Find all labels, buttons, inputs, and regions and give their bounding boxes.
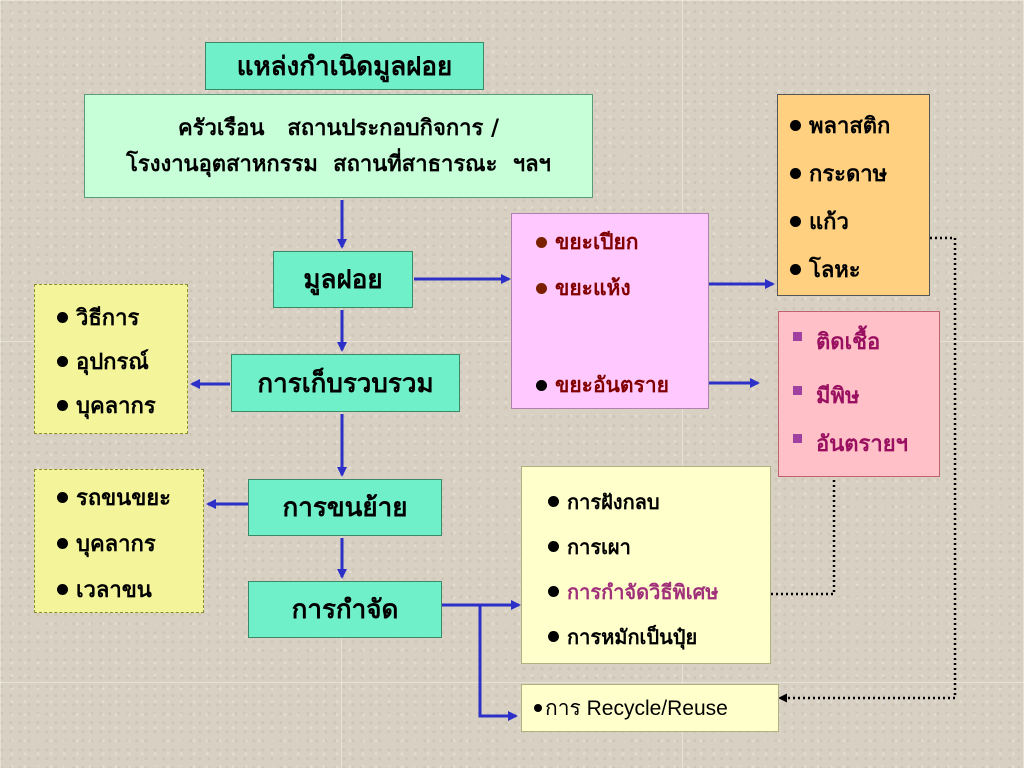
source-title-box: แหล่งกำเนิดมูลฝอย <box>205 42 484 90</box>
transport-factors-list: รถขนขยะ บุคลากร เวลาขน <box>57 474 203 612</box>
list-item: บุคลากร <box>57 520 203 566</box>
square-bullet-icon <box>793 332 802 341</box>
list-item: การฝังกลบ <box>548 479 770 524</box>
recycle-label: การ Recycle/Reuse <box>545 696 728 720</box>
list-item: แก้ว <box>790 197 929 245</box>
collection-box: การเก็บรวบรวม <box>231 354 460 412</box>
list-item: อันตรายฯ <box>793 426 939 474</box>
transport-factors-box: รถขนขยะ บุคลากร เวลาขน <box>34 469 204 613</box>
bullet-icon <box>790 215 801 227</box>
bullet-icon <box>548 496 559 507</box>
sources-line-1: ครัวเรือน สถานประกอบกิจการ / <box>177 115 500 141</box>
hazardous-waste-box: ติดเชื้อ มีพิษ อันตรายฯ <box>778 311 940 477</box>
list-item: การเผา <box>548 524 770 569</box>
sources-line-2: โรงงานอุตสาหกรรม สถานที่สาธารณะ ฯลฯ <box>126 151 551 177</box>
disposal-methods-list: การฝังกลบ การเผา การกำจัดวิธีพิเศษ การหม… <box>548 479 770 659</box>
list-item: การกำจัดวิธีพิเศษ <box>548 569 770 614</box>
dotted-dry-to-recycle <box>778 236 957 703</box>
waste-types-box: ขยะเปียก ขยะแห้ง ขยะอันตราย <box>511 213 709 409</box>
bullet-icon <box>534 704 542 712</box>
waste-label: มูลฝอย <box>303 265 383 295</box>
list-item: กระดาษ <box>790 149 929 197</box>
waste-type-dry: ขยะแห้ง <box>536 272 631 305</box>
list-item: รถขนขยะ <box>57 474 203 520</box>
hazardous-waste-list: ติดเชื้อ มีพิษ อันตรายฯ <box>793 324 939 474</box>
square-bullet-icon <box>793 434 802 443</box>
bullet-icon <box>536 237 547 248</box>
list-item: พลาสติก <box>790 101 929 149</box>
transport-box: การขนย้าย <box>248 479 442 536</box>
square-bullet-icon <box>793 386 802 395</box>
bullet-icon <box>57 537 68 549</box>
sources-box: ครัวเรือน สถานประกอบกิจการ / โรงงานอุตสา… <box>84 94 593 198</box>
list-item: วิธีการ <box>57 295 187 339</box>
dry-waste-list: พลาสติก กระดาษ แก้ว โลหะ <box>790 101 929 293</box>
recycle-box: การ Recycle/Reuse <box>521 684 779 732</box>
bullet-icon <box>57 311 68 323</box>
list-item: โลหะ <box>790 245 929 293</box>
bullet-icon <box>548 631 559 642</box>
bullet-icon <box>536 380 547 391</box>
source-title: แหล่งกำเนิดมูลฝอย <box>236 51 453 82</box>
bullet-icon <box>57 583 68 595</box>
transport-label: การขนย้าย <box>282 493 408 523</box>
list-item: การหมักเป็นปุ๋ย <box>548 614 770 659</box>
collection-factors-box: วิธีการ อุปกรณ์ บุคลากร <box>34 284 188 434</box>
bullet-icon <box>790 167 801 179</box>
waste-type-hazardous: ขยะอันตราย <box>536 369 669 402</box>
list-item: เวลาขน <box>57 566 203 612</box>
dry-waste-box: พลาสติก กระดาษ แก้ว โลหะ <box>777 94 930 296</box>
arrow-disposal-to-recycle <box>478 605 518 721</box>
list-item: บุคลากร <box>57 383 187 427</box>
bullet-icon <box>548 541 559 552</box>
list-item: ติดเชื้อ <box>793 324 939 378</box>
list-item: มีพิษ <box>793 378 939 426</box>
bullet-icon <box>790 263 801 275</box>
bullet-icon <box>57 491 68 503</box>
disposal-box: การกำจัด <box>248 581 442 638</box>
disposal-methods-box: การฝังกลบ การเผา การกำจัดวิธีพิเศษ การหม… <box>521 466 771 664</box>
collection-factors-list: วิธีการ อุปกรณ์ บุคลากร <box>57 295 187 427</box>
bullet-icon <box>790 119 801 131</box>
bullet-icon <box>57 399 68 411</box>
bullet-icon <box>536 283 547 294</box>
disposal-label: การกำจัด <box>291 595 399 625</box>
waste-box: มูลฝอย <box>273 251 413 308</box>
dotted-hazard-to-special <box>762 470 836 599</box>
collection-label: การเก็บรวบรวม <box>257 368 434 399</box>
bullet-icon <box>548 586 559 597</box>
bullet-icon <box>57 355 68 367</box>
waste-type-wet: ขยะเปียก <box>536 226 638 259</box>
list-item: อุปกรณ์ <box>57 339 187 383</box>
